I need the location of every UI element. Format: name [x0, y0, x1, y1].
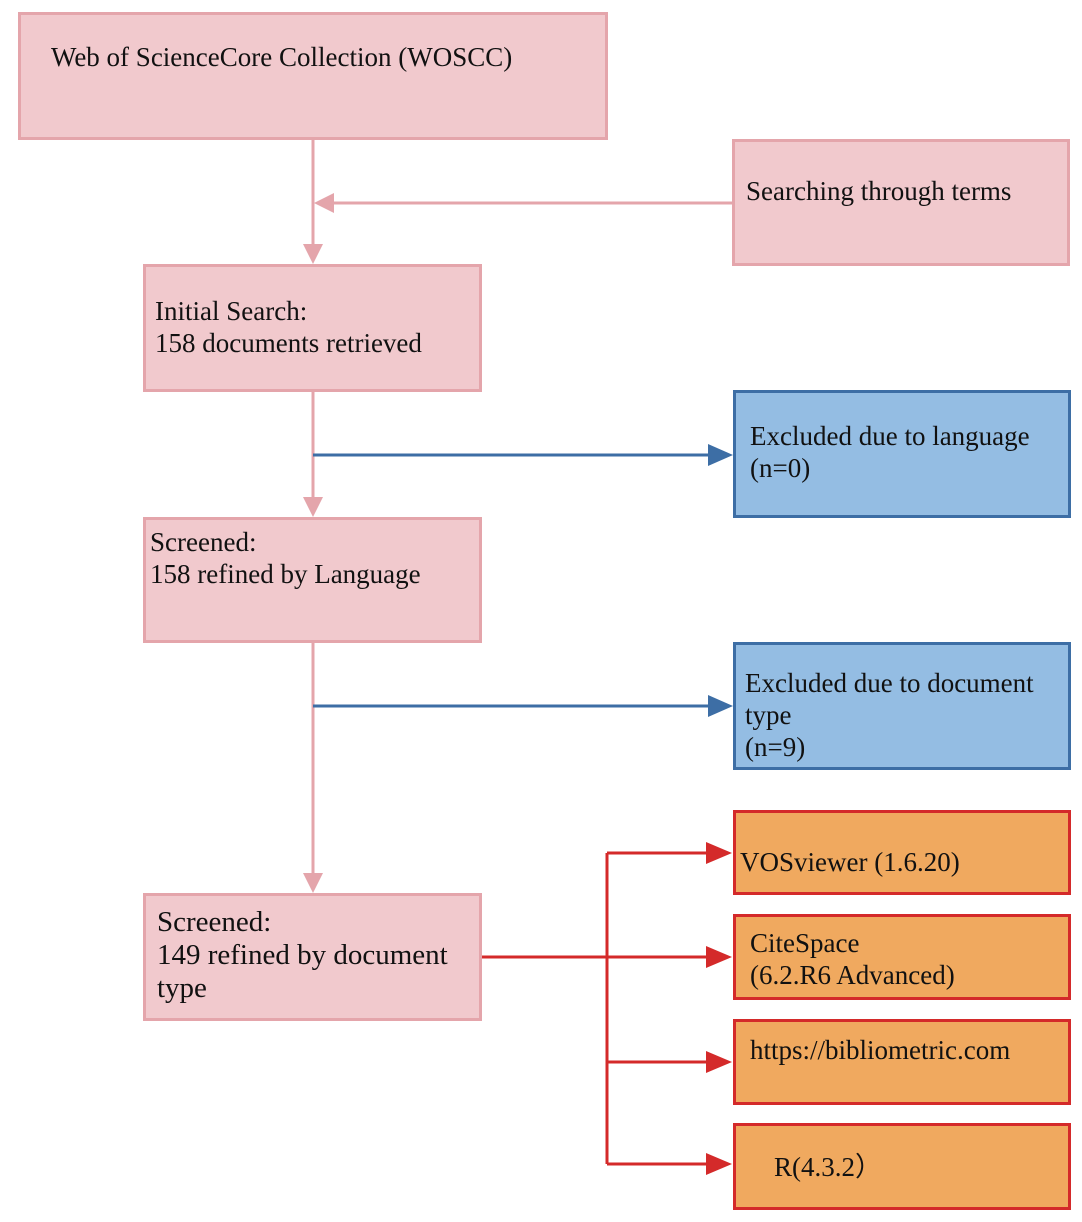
excluded-language-line1: Excluded due to language	[750, 421, 1030, 451]
screened-doctype-line1: Screened:	[157, 906, 272, 938]
woscc-box: Web of ScienceCore Collection (WOSCC)	[18, 12, 608, 140]
tool-bibliometric-label: https://bibliometric.com	[750, 1035, 1011, 1065]
screened-doctype-line3: type	[157, 972, 207, 1004]
tool-citespace-line1: CiteSpace	[750, 928, 860, 958]
excluded-doctype-line3: (n=9)	[745, 732, 806, 762]
screened-doctype-line2: 149 refined by document	[157, 939, 448, 971]
tool-citespace-box: CiteSpace (6.2.R6 Advanced)	[733, 914, 1071, 1000]
arrowhead-screened-lang	[303, 497, 323, 517]
arrowhead-bibliometric	[706, 1051, 732, 1073]
arrowhead-citespace	[706, 946, 732, 968]
arrowhead-lang-excluded	[708, 444, 733, 466]
initial-search-box: Initial Search: 158 documents retrieved	[143, 264, 482, 392]
excluded-language-box: Excluded due to language (n=0)	[733, 390, 1071, 518]
tool-vosviewer-box: VOSviewer (1.6.20)	[733, 810, 1071, 895]
arrowhead-vosviewer	[706, 842, 732, 864]
search-terms-label: Searching through terms	[746, 176, 1012, 206]
search-terms-box: Searching through terms	[732, 139, 1070, 266]
tool-vosviewer-label: VOSviewer (1.6.20)	[740, 847, 960, 877]
screened-doctype-box: Screened: 149 refined by document type	[143, 893, 482, 1021]
arrowhead-screened-doctype	[303, 873, 323, 893]
arrowhead-doctype-excluded	[708, 695, 733, 717]
excluded-doctype-line2: type	[745, 700, 792, 730]
arrowhead-r	[706, 1153, 732, 1175]
initial-search-line1: Initial Search:	[155, 296, 308, 326]
excluded-language-line2: (n=0)	[750, 453, 811, 483]
excluded-doctype-line1: Excluded due to document	[745, 668, 1034, 698]
arrowhead-terms	[314, 193, 334, 213]
screened-language-box: Screened: 158 refined by Language	[143, 517, 482, 643]
initial-search-line2: 158 documents retrieved	[155, 328, 422, 358]
tool-bibliometric-box: https://bibliometric.com	[733, 1019, 1071, 1105]
screened-language-line1: Screened:	[150, 527, 257, 557]
tool-r-label: R(4.3.2）	[774, 1152, 882, 1182]
tool-citespace-line2: (6.2.R6 Advanced)	[750, 960, 955, 990]
arrowhead-initial	[303, 244, 323, 264]
woscc-label: Web of ScienceCore Collection (WOSCC)	[51, 42, 513, 72]
tool-r-box: R(4.3.2）	[733, 1123, 1071, 1210]
screened-language-line2: 158 refined by Language	[150, 559, 421, 589]
excluded-doctype-box: Excluded due to document type (n=9)	[733, 642, 1071, 770]
main-flow-arrows	[311, 140, 732, 880]
